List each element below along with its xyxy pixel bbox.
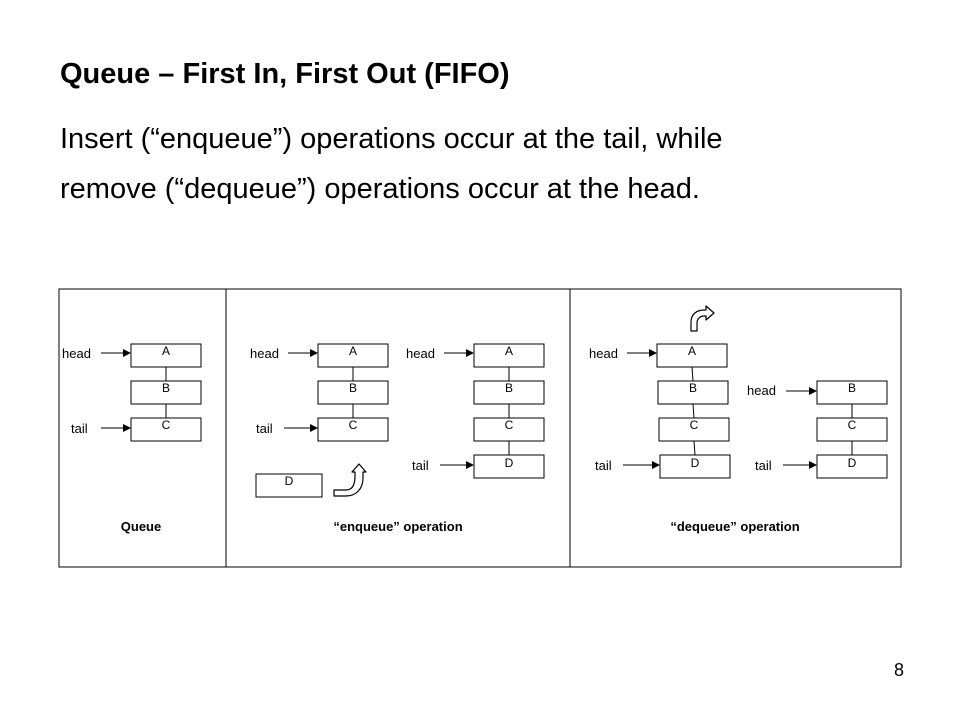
list-node-label: A <box>505 344 513 358</box>
tail-label: tail <box>71 421 88 436</box>
list-node-box <box>130 417 202 442</box>
list-node-box <box>317 343 389 368</box>
head-label: head <box>250 346 279 361</box>
list-node-box <box>317 380 389 405</box>
list-node-label: B <box>689 381 697 395</box>
list-node-label: B <box>349 381 357 395</box>
panel-caption-queue: Queue <box>121 519 161 534</box>
new-node-box <box>255 473 323 498</box>
list-node-label: A <box>349 344 357 358</box>
list-node-box <box>657 380 729 405</box>
list-node-label: C <box>505 418 514 432</box>
head-label: head <box>62 346 91 361</box>
list-node-box <box>816 380 888 405</box>
curved-up-arrow-icon <box>333 463 367 497</box>
link-line <box>692 403 695 419</box>
list-node-label: B <box>848 381 856 395</box>
list-node-box <box>473 454 545 479</box>
list-node-box <box>816 454 888 479</box>
list-node-label: C <box>349 418 358 432</box>
list-node-box <box>317 417 389 442</box>
list-node-label: D <box>505 456 514 470</box>
list-node-box <box>473 417 545 442</box>
page-number: 8 <box>893 660 904 680</box>
list-node-label: A <box>688 344 696 358</box>
list-node-label: C <box>162 418 171 432</box>
slide-body: Insert (“enqueue”) operations occur at t… <box>60 114 920 214</box>
list-node-label: D <box>848 456 857 470</box>
list-node-label: B <box>162 381 170 395</box>
list-node-box <box>658 417 730 442</box>
body-line-2: remove (“dequeue”) operations occur at t… <box>60 173 700 205</box>
panel-caption-enqueue: “enqueue” operation <box>333 519 462 534</box>
list-node-box <box>473 343 545 368</box>
panel-border-dequeue <box>569 288 902 568</box>
list-node-label: D <box>691 456 700 470</box>
tail-label: tail <box>755 458 772 473</box>
list-node-box <box>816 417 888 442</box>
list-node-label: B <box>505 381 513 395</box>
link-line <box>691 366 694 382</box>
tail-label: tail <box>256 421 273 436</box>
list-node-box <box>130 343 202 368</box>
list-node-label: A <box>162 344 170 358</box>
enqueue-after-list: A B C D head tail <box>406 343 545 479</box>
dequeue-before-list: A B C D head tail <box>589 305 731 479</box>
body-line-1: Insert (“enqueue”) operations occur at t… <box>60 123 723 155</box>
tail-label: tail <box>595 458 612 473</box>
tail-label: tail <box>412 458 429 473</box>
link-line <box>693 440 696 456</box>
list-node-label: C <box>848 418 857 432</box>
list-node-box <box>473 380 545 405</box>
list-node-box <box>130 380 202 405</box>
panel-caption-dequeue: “dequeue” operation <box>670 519 799 534</box>
new-node-label: D <box>285 474 294 488</box>
list-node-box <box>659 454 731 479</box>
head-label: head <box>589 346 618 361</box>
list-node-label: C <box>690 418 699 432</box>
dequeue-after-list: B C D head tail <box>747 380 888 479</box>
head-label: head <box>747 383 776 398</box>
list-node-box <box>656 343 728 368</box>
queue-list: A B C head tail <box>62 343 202 442</box>
enqueue-before-list: A B C head tail D <box>250 343 389 498</box>
head-label: head <box>406 346 435 361</box>
curved-up-arrow-icon <box>690 305 715 332</box>
slide-title: Queue – First In, First Out (FIFO) <box>60 58 510 90</box>
